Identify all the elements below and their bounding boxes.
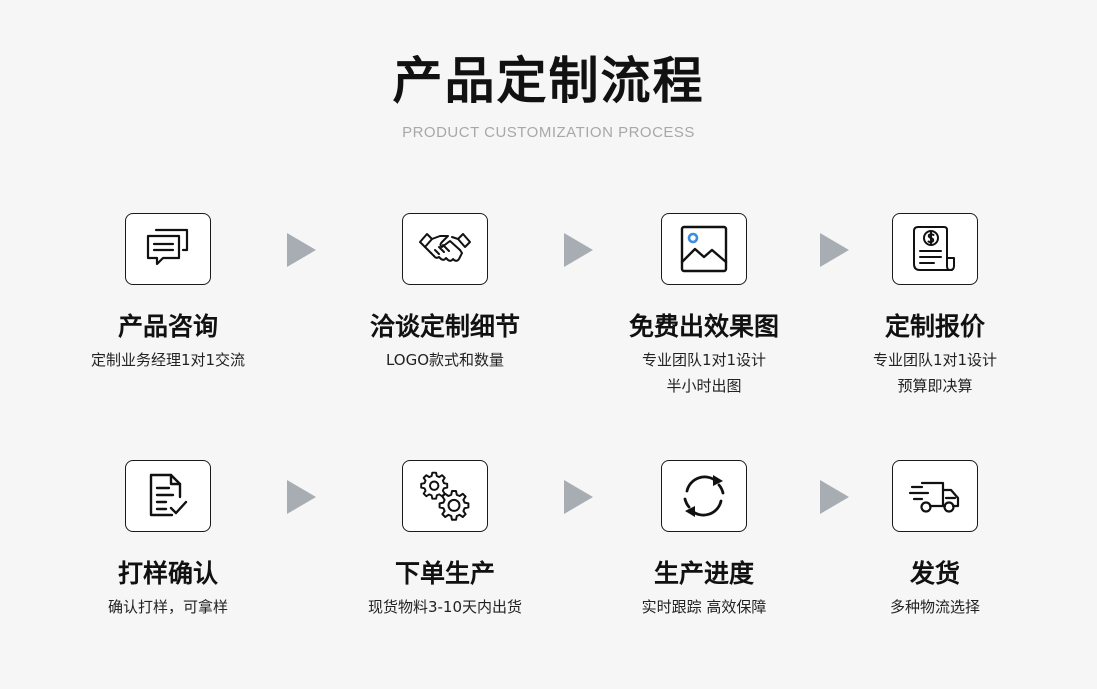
step-desc: 实时跟踪 高效保障 [641,598,767,616]
document-check-icon [149,473,188,517]
step-desc: 专业团队1对1设计 [872,351,998,369]
step-icon-box [402,213,488,285]
step-desc: 确认打样，可拿样 [107,598,228,616]
step-place-order: 下单生产 现货物料3-10天内出货 [335,460,555,620]
step-shipping: 发货 多种物流选择 [825,460,1045,620]
step-production-progress: 生产进度 实时跟踪 高效保障 [594,460,814,620]
step-desc: 预算即决算 [897,377,973,395]
handshake-icon [419,233,471,262]
arrow-right-icon [820,480,849,514]
gears-icon [420,471,470,521]
step-icon-box [892,213,978,285]
step-title: 洽谈定制细节 [369,312,520,341]
step-icon-box [661,213,747,285]
delivery-truck-icon [908,481,960,513]
step-icon-box [661,460,747,532]
step-title: 产品咨询 [117,312,218,341]
step-icon-box [402,460,488,532]
step-title: 免费出效果图 [628,312,779,341]
arrow-right-icon [287,233,316,267]
step-free-render: 免费出效果图 专业团队1对1设计 半小时出图 [594,213,814,399]
step-title: 生产进度 [653,559,754,588]
step-quote: 定制报价 专业团队1对1设计 预算即决算 [825,213,1045,399]
arrow-right-icon [820,233,849,267]
step-product-consult: 产品咨询 定制业务经理1对1交流 [58,213,278,373]
step-icon-box [892,460,978,532]
step-sample-confirm: 打样确认 确认打样，可拿样 [58,460,278,620]
step-desc: LOGO款式和数量 [385,351,505,369]
page-subtitle: PRODUCT CUSTOMIZATION PROCESS [402,124,695,141]
arrow-right-icon [564,233,593,267]
step-desc: 专业团队1对1设计 [641,351,767,369]
step-title: 定制报价 [884,312,985,341]
refresh-cycle-icon [683,475,725,517]
image-icon [680,225,728,273]
invoice-dollar-icon [913,226,955,271]
step-title: 打样确认 [117,559,218,588]
step-icon-box [125,460,211,532]
page-title: 产品定制流程 [392,52,705,110]
step-negotiate-details: 洽谈定制细节 LOGO款式和数量 [335,213,555,373]
step-desc: 多种物流选择 [889,598,980,616]
step-desc: 现货物料3-10天内出货 [367,598,523,616]
step-icon-box [125,213,211,285]
step-title: 发货 [909,559,960,588]
arrow-right-icon [564,480,593,514]
step-desc: 半小时出图 [666,377,742,395]
step-title: 下单生产 [394,559,495,588]
arrow-right-icon [287,480,316,514]
step-desc: 定制业务经理1对1交流 [90,351,246,369]
chat-bubbles-icon [146,228,189,266]
